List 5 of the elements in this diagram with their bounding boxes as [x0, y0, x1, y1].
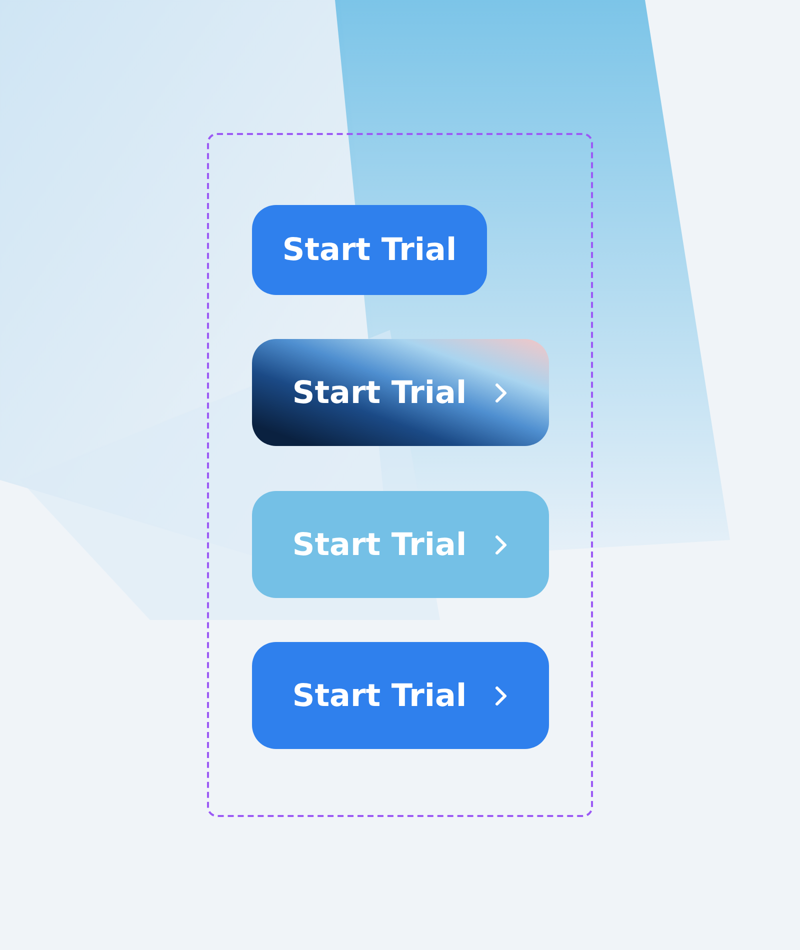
start-button: Start Trial [252, 205, 487, 295]
start-button: Start Trial [252, 491, 549, 598]
start-button: Start Trial [252, 339, 549, 446]
start-button: Start Trial [252, 642, 549, 749]
dashed-frame [207, 133, 593, 817]
